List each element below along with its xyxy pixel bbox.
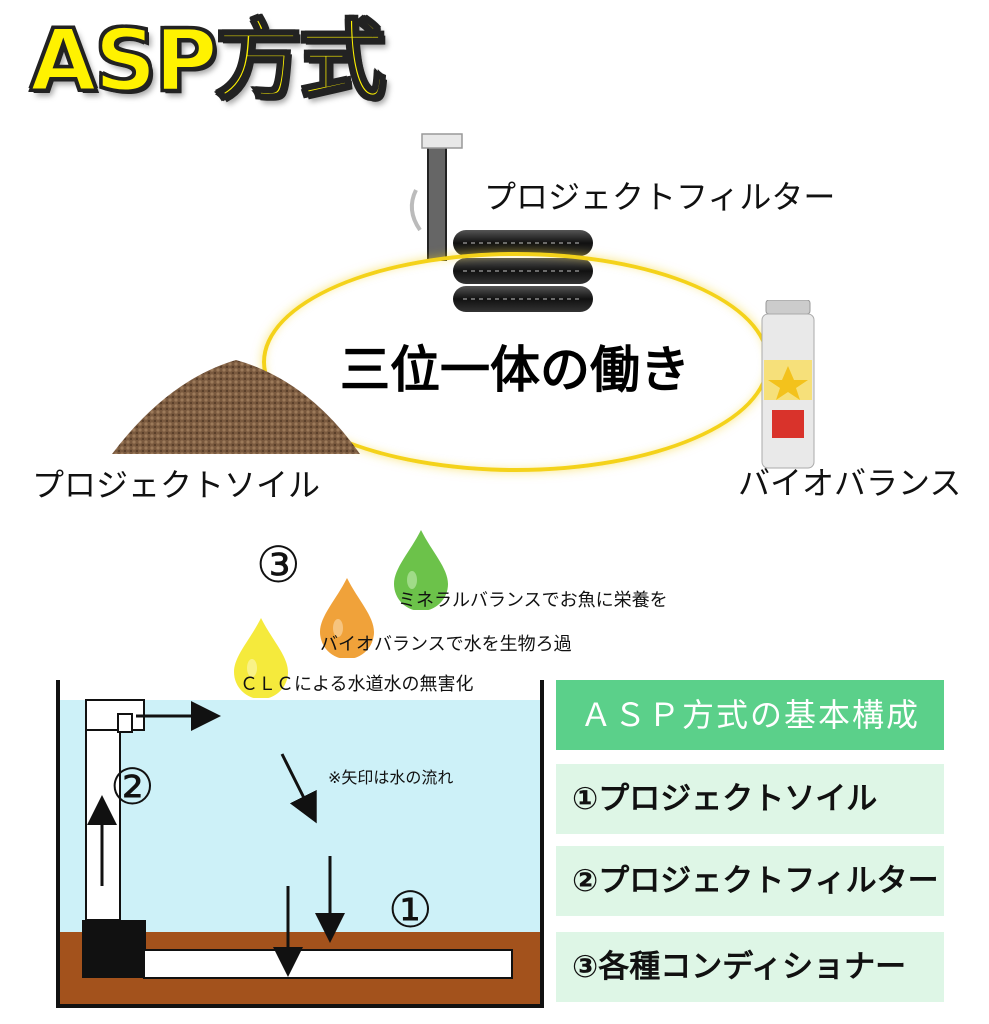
bio-balance-bottle-image	[761, 300, 815, 469]
filter-outlet	[85, 699, 145, 731]
page-title: ASP方式	[29, 11, 388, 111]
tank-bottom	[56, 1004, 544, 1008]
yellow-droplet-icon	[234, 618, 288, 698]
soil-pipe	[143, 949, 513, 979]
number-1: ①	[388, 881, 433, 939]
panel-heading: ＡＳＰ方式の基本構成	[556, 680, 944, 750]
panel-item-conditioner: ③各種コンディショナー	[556, 932, 944, 1002]
tank-wall-right	[540, 680, 544, 1008]
number-2: ②	[110, 758, 155, 816]
panel-item-filter: ②プロジェクトフィルター	[556, 846, 944, 916]
project-soil-image	[112, 360, 360, 454]
clc-caption: ＣＬＣによる水道水の無害化	[240, 674, 474, 695]
bio-label: バイオバランス	[738, 464, 962, 502]
filter-base	[82, 920, 146, 978]
arrow-diag	[280, 753, 317, 824]
filter-label: プロジェクトフィルター	[484, 178, 836, 216]
green-droplet-icon	[394, 530, 448, 610]
tank-diagram	[82, 699, 513, 979]
tank-wall-left	[56, 680, 60, 1008]
arrow-note: ※矢印は水の流れ	[328, 768, 454, 787]
center-label: 三位一体の働き	[340, 341, 690, 399]
orange-droplet-icon	[320, 578, 374, 658]
panel-item-soil: ①プロジェクトソイル	[556, 764, 944, 834]
soil-label: プロジェクトソイル	[32, 466, 321, 504]
mineral-caption: ミネラルバランスでお魚に栄養を	[398, 590, 668, 611]
number-3: ③	[256, 536, 301, 594]
bio-caption: バイオバランスで水を生物ろ過	[320, 634, 572, 655]
